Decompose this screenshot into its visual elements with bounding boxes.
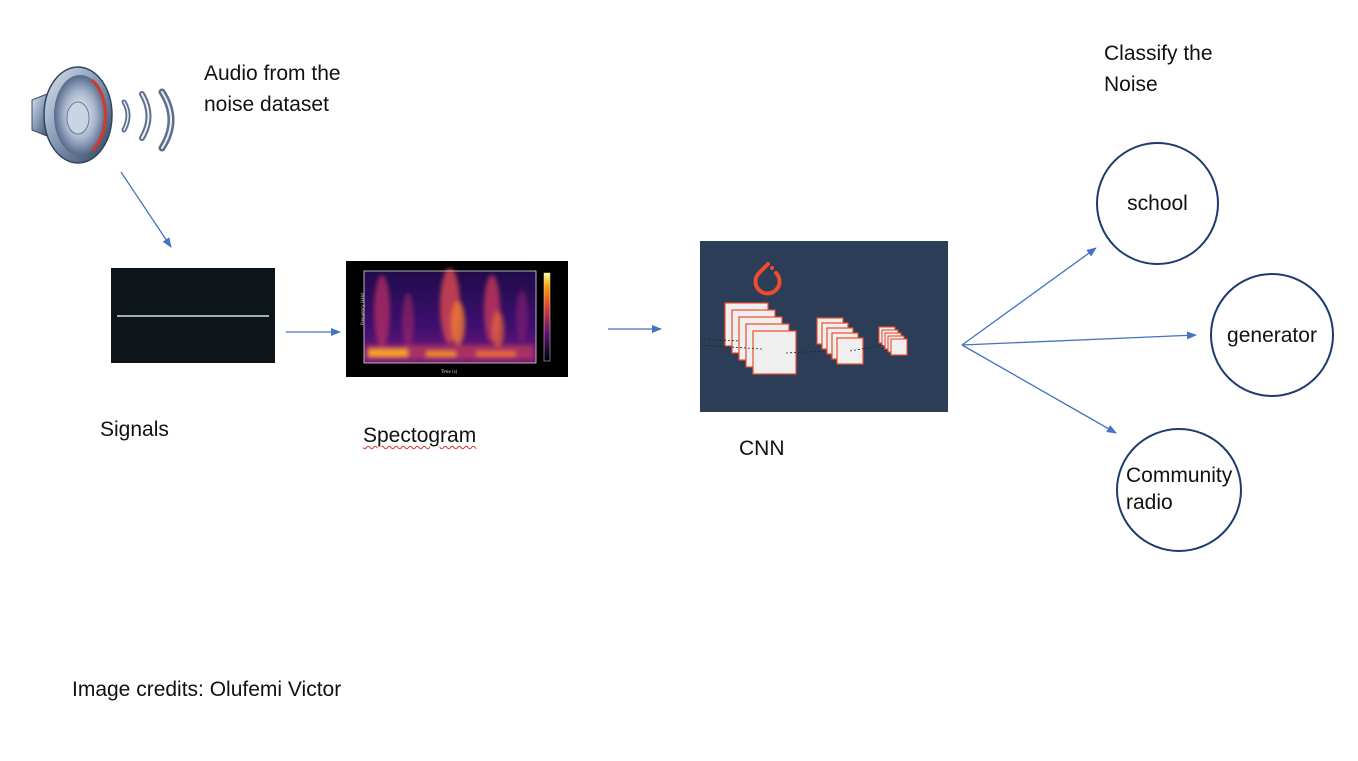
spectrogram-image: Time (s) Frequency (kHz) — [346, 261, 568, 377]
arrow-speaker-to-signals — [120, 171, 172, 248]
svg-text:Frequency (kHz): Frequency (kHz) — [360, 292, 365, 325]
cnn-label: CNN — [739, 437, 785, 460]
speaker-icon — [31, 66, 175, 164]
arrow-cnn-to-school — [961, 247, 1097, 346]
classify-label: Classify the Noise — [1104, 42, 1213, 96]
spectogram-label: Spectogram — [363, 424, 477, 447]
cnn-graphic — [700, 262, 908, 375]
arrow-cnn-to-community-radio — [961, 344, 1117, 434]
class-label-school: school — [1127, 192, 1188, 215]
svg-text:Time (s): Time (s) — [440, 369, 458, 374]
waveform-image — [111, 268, 275, 363]
cnn-diagram-image — [700, 241, 948, 412]
audio-label: Audio from the noise dataset — [204, 62, 341, 116]
arrow-cnn-to-generator — [961, 331, 1197, 346]
class-circle-school: school — [1096, 142, 1219, 265]
credits-label: Image credits: Olufemi Victor — [72, 678, 342, 701]
class-label-generator: generator — [1227, 323, 1317, 347]
waveform-graphic — [117, 280, 269, 352]
class-label-community-radio: Community radio — [1126, 464, 1233, 514]
class-circle-generator: generator — [1210, 273, 1334, 397]
signals-label: Signals — [100, 418, 169, 441]
class-circle-community-radio: Community radio — [1116, 428, 1242, 552]
spectrogram-graphic: Time (s) Frequency (kHz) — [346, 261, 568, 377]
pytorch-logo-icon — [753, 262, 782, 296]
